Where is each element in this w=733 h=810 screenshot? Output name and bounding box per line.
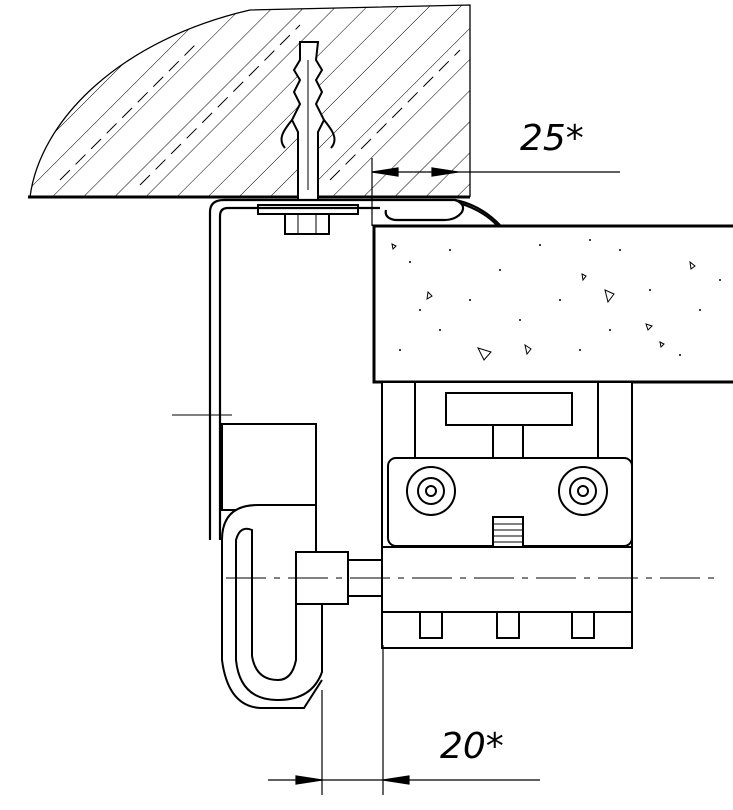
nut-washer (257, 204, 359, 235)
dimension-top (371, 158, 620, 226)
hook-clip (221, 423, 323, 709)
center-lines (172, 414, 720, 579)
roller-left (406, 466, 456, 516)
panel-board (372, 224, 733, 384)
roller-right (558, 466, 608, 516)
ceiling-section (28, 4, 471, 199)
carriage-block (381, 381, 633, 649)
dimension-bottom (268, 645, 540, 795)
dimension-bottom-label: 20* (440, 726, 504, 767)
dimension-top-label: 25* (520, 118, 584, 159)
